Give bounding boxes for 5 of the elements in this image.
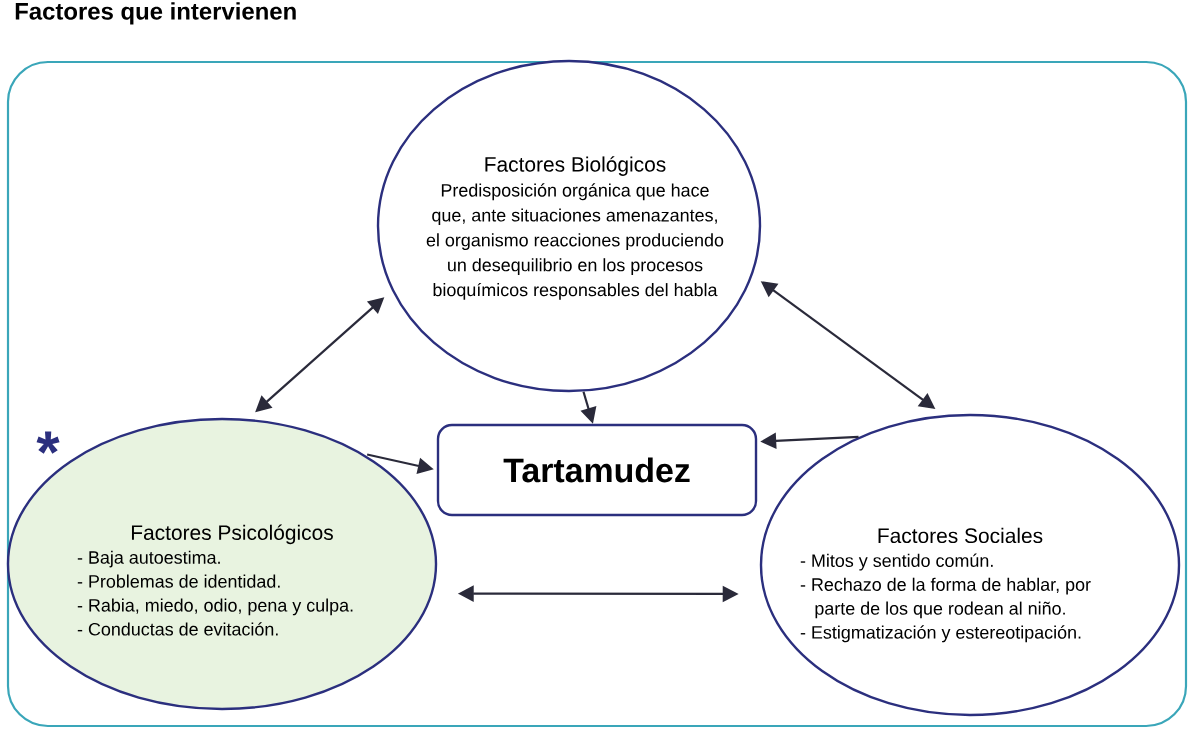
title: Factores que intervienen — [15, 2, 296, 25]
ellipse-node: Factores Sociales - Mitos y sentido común. - Rechazo de la forma de hablar, por parte de los que rodean al niño. - Estigmatización y estereotipación. — [759, 413, 1181, 717]
rounded-box: Tartamudez — [436, 423, 758, 517]
asterisk-mark: * — [36, 431, 60, 454]
ellipse-node: Factores Biológicos Predisposición orgánica que hace que, ante situaciones amenazantes, el organismo reacciones produciendo un desequilibrio en los procesos bioquímicos responsables del habla — [376, 59, 762, 393]
